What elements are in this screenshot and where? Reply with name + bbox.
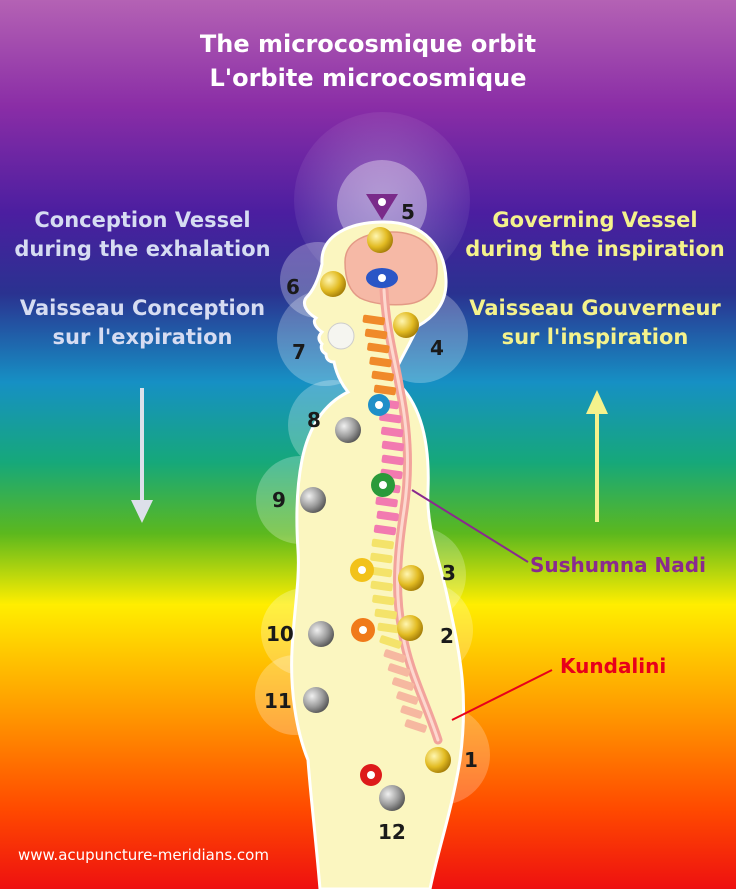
crown-chakra-icon bbox=[366, 194, 398, 220]
point-label-3: 3 bbox=[442, 561, 456, 585]
vertebra bbox=[375, 496, 398, 508]
conception-vessel-label: Conception Vessel bbox=[34, 208, 251, 232]
vertebra bbox=[371, 370, 394, 382]
gold-point-4 bbox=[393, 312, 419, 338]
gray-point-8 bbox=[335, 417, 361, 443]
vertebra bbox=[373, 384, 397, 396]
vertebra bbox=[362, 314, 385, 326]
vertebra bbox=[381, 454, 404, 466]
gold-point-5 bbox=[367, 227, 393, 253]
up-arrow-icon bbox=[586, 390, 608, 522]
point-label-5: 5 bbox=[401, 200, 415, 224]
gray-point-12 bbox=[379, 785, 405, 811]
governing-vessel-subtitle: during the inspiration bbox=[465, 237, 725, 261]
energy-points bbox=[300, 227, 451, 811]
conception-vessel-subtitle: during the exhalation bbox=[14, 237, 271, 261]
vertebra bbox=[369, 566, 393, 578]
title-french: L'orbite microcosmique bbox=[209, 64, 527, 92]
gold-point-6 bbox=[320, 271, 346, 297]
vertebra bbox=[371, 538, 394, 550]
vertebra bbox=[374, 608, 397, 620]
vertebra bbox=[387, 663, 411, 677]
gray-point-10 bbox=[308, 621, 334, 647]
sushumna-pointer-line bbox=[411, 489, 529, 563]
vertebra bbox=[379, 635, 402, 649]
vertebra bbox=[376, 510, 399, 522]
vaisseau-conception-label: Vaisseau Conception bbox=[19, 296, 266, 320]
point-label-6: 6 bbox=[286, 275, 300, 299]
vertebra bbox=[370, 552, 393, 564]
website-url: www.acupuncture-meridians.com bbox=[18, 846, 269, 864]
kundalini-label: Kundalini bbox=[560, 654, 667, 678]
chakra-symbols bbox=[350, 194, 398, 786]
governing-vessel-label: Governing Vessel bbox=[492, 208, 698, 232]
vaisseau-conception-subtitle: sur l'expiration bbox=[52, 325, 233, 349]
vertebra bbox=[383, 649, 406, 663]
vertebra bbox=[370, 580, 393, 592]
vertebra bbox=[404, 719, 427, 733]
point-label-4: 4 bbox=[430, 336, 444, 360]
vertebra bbox=[396, 691, 419, 705]
point-label-2: 2 bbox=[440, 624, 454, 648]
sushumna-nadi-label: Sushumna Nadi bbox=[530, 553, 706, 577]
point-label-1: 1 bbox=[464, 748, 478, 772]
vertebra bbox=[364, 328, 388, 340]
gold-point-1 bbox=[425, 747, 451, 773]
point-label-12: 12 bbox=[378, 820, 406, 844]
vertebra bbox=[381, 440, 405, 452]
white-point-7 bbox=[327, 322, 355, 350]
point-label-11: 11 bbox=[264, 689, 292, 713]
vertebra bbox=[367, 342, 390, 354]
vaisseau-gouverneur-subtitle: sur l'inspiration bbox=[501, 325, 689, 349]
vertebra bbox=[377, 622, 400, 634]
point-label-10: 10 bbox=[266, 622, 294, 646]
gold-point-2 bbox=[397, 615, 423, 641]
point-label-7: 7 bbox=[292, 340, 306, 364]
vaisseau-gouverneur-label: Vaisseau Gouverneur bbox=[469, 296, 721, 320]
kundalini-pointer-line bbox=[451, 669, 553, 721]
title-english: The microcosmique orbit bbox=[199, 30, 537, 58]
down-arrow-icon bbox=[131, 388, 153, 523]
point-label-8: 8 bbox=[307, 408, 321, 432]
gray-point-9 bbox=[300, 487, 326, 513]
gray-point-11 bbox=[303, 687, 329, 713]
vertebra bbox=[369, 356, 392, 368]
point-label-9: 9 bbox=[272, 488, 286, 512]
vertebra bbox=[380, 426, 404, 438]
vertebra bbox=[373, 524, 397, 536]
vertebra bbox=[379, 412, 402, 424]
gold-point-3 bbox=[398, 565, 424, 591]
vertebra bbox=[372, 594, 395, 606]
vertebra bbox=[400, 705, 423, 719]
vertebra bbox=[392, 677, 415, 691]
